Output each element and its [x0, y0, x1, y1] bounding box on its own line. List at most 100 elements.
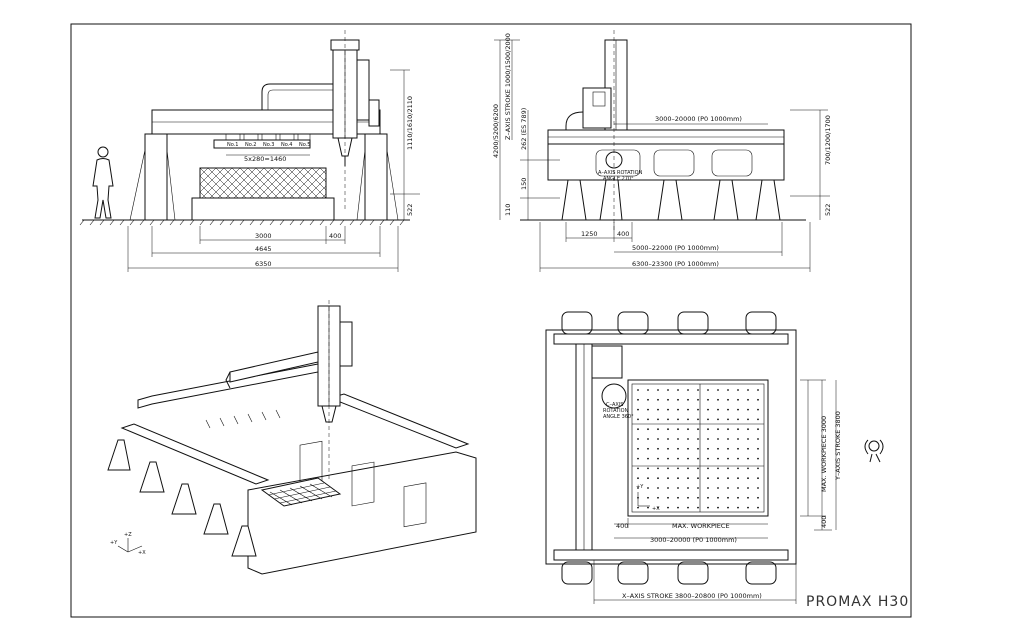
vacuum-hole — [757, 428, 759, 431]
c-axis-label: C–AXIS — [606, 402, 624, 408]
side-bed-body — [547, 143, 785, 181]
vacuum-hole — [727, 467, 729, 470]
plan-dim-x-axis-stroke: X–AXIS STROKE 3800–20800 (P0 1000mm) — [622, 592, 762, 600]
vacuum-hole — [757, 389, 759, 391]
vacuum-hole — [747, 418, 749, 421]
vacuum-hole — [667, 408, 669, 411]
vacuum-hole — [637, 457, 639, 460]
plan-dim-y-work: MAX. WORKPIECE 3000 — [820, 416, 828, 492]
side-view: A–AXIS ROTATION ANGLE 270° 3000–20000 (P… — [492, 30, 832, 272]
vacuum-hole — [737, 418, 739, 421]
vacuum-hole — [697, 418, 699, 421]
vacuum-hole — [707, 487, 709, 489]
vacuum-hole — [727, 418, 729, 421]
vacuum-hole — [647, 506, 649, 509]
vacuum-hole — [727, 496, 729, 499]
front-dim-522: 522 — [406, 204, 414, 216]
vacuum-hole — [757, 496, 759, 499]
vacuum-hole — [707, 477, 709, 480]
vacuum-hole — [657, 438, 659, 440]
vacuum-hole — [637, 428, 639, 431]
vacuum-hole — [737, 506, 739, 509]
vacuum-hole — [747, 447, 749, 450]
vacuum-hole — [707, 506, 709, 509]
vacuum-hole — [677, 418, 679, 421]
vacuum-hole — [657, 408, 659, 411]
side-dim-522: 522 — [824, 204, 832, 216]
vacuum-hole — [707, 467, 709, 470]
vacuum-hole — [757, 447, 759, 450]
vacuum-hole — [637, 506, 639, 509]
vacuum-hole — [677, 506, 679, 509]
vacuum-hole — [717, 447, 719, 450]
side-dim-length-2: 6300–23300 (P0 1000mm) — [632, 260, 719, 268]
vacuum-hole — [737, 496, 739, 499]
c-axis-circle — [601, 383, 627, 409]
vacuum-hole — [667, 418, 669, 421]
vacuum-hole — [707, 438, 709, 440]
vacuum-hole — [727, 487, 729, 489]
plan-dim-x-stroke: 3000–20000 (P0 1000mm) — [650, 536, 737, 544]
vacuum-hole — [677, 457, 679, 460]
vacuum-hole — [677, 487, 679, 489]
vacuum-hole — [657, 487, 659, 489]
vacuum-hole — [637, 447, 639, 450]
vacuum-hole — [707, 447, 709, 450]
vacuum-hole — [637, 467, 639, 470]
vacuum-hole — [737, 428, 739, 431]
vacuum-hole — [707, 496, 709, 499]
vacuum-hole — [647, 398, 649, 401]
vacuum-hole — [707, 428, 709, 431]
front-dim-3000: 3000 — [255, 232, 272, 240]
vacuum-hole — [757, 477, 759, 480]
side-dim-total-height: 4200/5200/6200 — [492, 104, 500, 158]
vacuum-hole — [697, 457, 699, 460]
vacuum-hole — [637, 418, 639, 421]
plan-plus-x: +X — [652, 506, 660, 512]
vacuum-hole — [687, 408, 689, 411]
vacuum-hole — [657, 447, 659, 450]
vacuum-hole — [757, 467, 759, 470]
vacuum-hole — [757, 398, 759, 401]
vacuum-hole — [747, 506, 749, 509]
pod-label-2: No.2 — [245, 142, 256, 148]
vacuum-hole — [717, 418, 719, 421]
vacuum-hole — [757, 457, 759, 460]
vacuum-hole — [707, 408, 709, 411]
vacuum-hole — [757, 438, 759, 440]
front-table — [191, 197, 335, 221]
vacuum-hole — [667, 438, 669, 440]
vacuum-hole — [687, 438, 689, 440]
front-right-column — [364, 133, 388, 221]
vacuum-hole — [747, 438, 749, 440]
vacuum-hole — [637, 487, 639, 489]
iso-axis-triad — [117, 538, 143, 553]
vacuum-hole — [717, 438, 719, 440]
vacuum-hole — [687, 418, 689, 421]
front-left-column — [144, 133, 168, 221]
vacuum-hole — [657, 428, 659, 431]
front-dim-height-z: 1110/1610/2110 — [406, 96, 414, 150]
vacuum-hole — [647, 457, 649, 460]
vacuum-hole — [647, 428, 649, 431]
vacuum-hole — [747, 467, 749, 470]
vacuum-hole — [697, 467, 699, 470]
c-axis-label-2: ROTATION — [603, 408, 629, 414]
vacuum-hole — [667, 457, 669, 460]
vacuum-hole — [717, 408, 719, 411]
vacuum-hole — [657, 398, 659, 401]
plan-frame — [545, 329, 797, 565]
model-title: PROMAX H30 — [806, 594, 909, 610]
vacuum-hole — [717, 506, 719, 509]
vacuum-hole — [657, 457, 659, 460]
plan-operator-figure — [864, 439, 884, 463]
pod-label-5: No.5 — [299, 142, 310, 148]
vacuum-hole — [677, 389, 679, 391]
vacuum-hole — [717, 389, 719, 391]
vacuum-hole — [697, 506, 699, 509]
vacuum-hole — [647, 496, 649, 499]
plan-top-supports — [561, 311, 777, 335]
vacuum-hole — [637, 408, 639, 411]
vacuum-hole — [677, 408, 679, 411]
